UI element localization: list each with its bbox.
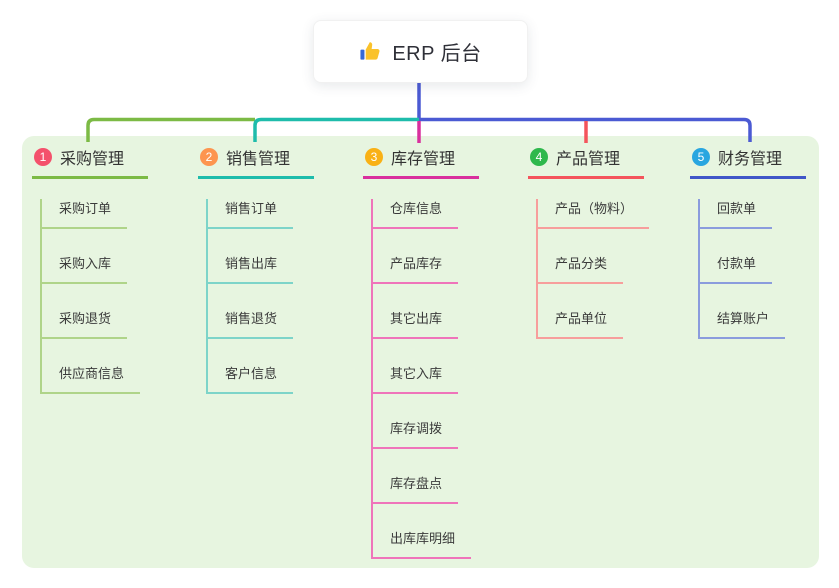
branch-inventory-children: 仓库信息 产品库存 其它出库 其它入库 库存调拨 库存盘点 出库库明细 xyxy=(371,199,479,559)
node-supplier-info[interactable]: 供应商信息 xyxy=(42,364,141,394)
node-purchase-inbound[interactable]: 采购入库 xyxy=(42,254,128,284)
branch-product: 4 产品管理 产品（物料） 产品分类 产品单位 xyxy=(528,146,650,339)
node-stock-check[interactable]: 库存盘点 xyxy=(373,474,459,504)
badge-5: 5 xyxy=(692,148,710,166)
node-purchase-order[interactable]: 采购订单 xyxy=(42,199,128,229)
node-product-unit[interactable]: 产品单位 xyxy=(538,309,624,339)
branch-purchase-children: 采购订单 采购入库 采购退货 供应商信息 xyxy=(40,199,148,394)
branch-sales-label: 销售管理 xyxy=(226,151,291,168)
node-warehouse-info[interactable]: 仓库信息 xyxy=(373,199,459,229)
branches-panel xyxy=(22,136,819,568)
badge-3: 3 xyxy=(365,148,383,166)
node-other-outbound[interactable]: 其它出库 xyxy=(373,309,459,339)
node-sales-outbound[interactable]: 销售出库 xyxy=(208,254,294,284)
branch-finance-header[interactable]: 5 财务管理 xyxy=(690,146,806,179)
branch-sales: 2 销售管理 销售订单 销售出库 销售退货 客户信息 xyxy=(198,146,314,394)
node-settlement-account[interactable]: 结算账户 xyxy=(700,309,786,339)
node-stock-transfer[interactable]: 库存调拨 xyxy=(373,419,459,449)
node-product-category[interactable]: 产品分类 xyxy=(538,254,624,284)
node-outbound-detail[interactable]: 出库库明细 xyxy=(373,529,472,559)
connector-root-to-finance xyxy=(417,83,752,142)
badge-1: 1 xyxy=(34,148,52,166)
branch-product-header[interactable]: 4 产品管理 xyxy=(528,146,644,179)
branch-product-label: 产品管理 xyxy=(556,151,621,168)
node-purchase-return[interactable]: 采购退货 xyxy=(42,309,128,339)
branch-finance: 5 财务管理 回款单 付款单 结算账户 xyxy=(690,146,806,339)
branch-product-children: 产品（物料） 产品分类 产品单位 xyxy=(536,199,650,339)
node-receipt-order[interactable]: 回款单 xyxy=(700,199,773,229)
branch-purchase: 1 采购管理 采购订单 采购入库 采购退货 供应商信息 xyxy=(32,146,148,394)
node-product-material[interactable]: 产品（物料） xyxy=(538,199,650,229)
root-title: ERP 后台 xyxy=(392,43,482,65)
branch-inventory-label: 库存管理 xyxy=(391,151,456,168)
node-sales-return[interactable]: 销售退货 xyxy=(208,309,294,339)
branch-inventory-header[interactable]: 3 库存管理 xyxy=(363,146,479,179)
node-customer-info[interactable]: 客户信息 xyxy=(208,364,294,394)
branch-inventory: 3 库存管理 仓库信息 产品库存 其它出库 其它入库 库存调拨 库存盘点 出库库… xyxy=(363,146,479,559)
node-other-inbound[interactable]: 其它入库 xyxy=(373,364,459,394)
thumbs-up-icon xyxy=(359,40,382,63)
root-node[interactable]: ERP 后台 xyxy=(313,20,528,83)
branch-purchase-label: 采购管理 xyxy=(60,151,125,168)
branch-finance-children: 回款单 付款单 结算账户 xyxy=(698,199,806,339)
branch-finance-label: 财务管理 xyxy=(718,151,783,168)
badge-4: 4 xyxy=(530,148,548,166)
node-product-stock[interactable]: 产品库存 xyxy=(373,254,459,284)
branch-sales-children: 销售订单 销售出库 销售退货 客户信息 xyxy=(206,199,314,394)
node-payment-order[interactable]: 付款单 xyxy=(700,254,773,284)
branch-sales-header[interactable]: 2 销售管理 xyxy=(198,146,314,179)
badge-2: 2 xyxy=(200,148,218,166)
node-sales-order[interactable]: 销售订单 xyxy=(208,199,294,229)
branch-purchase-header[interactable]: 1 采购管理 xyxy=(32,146,148,179)
